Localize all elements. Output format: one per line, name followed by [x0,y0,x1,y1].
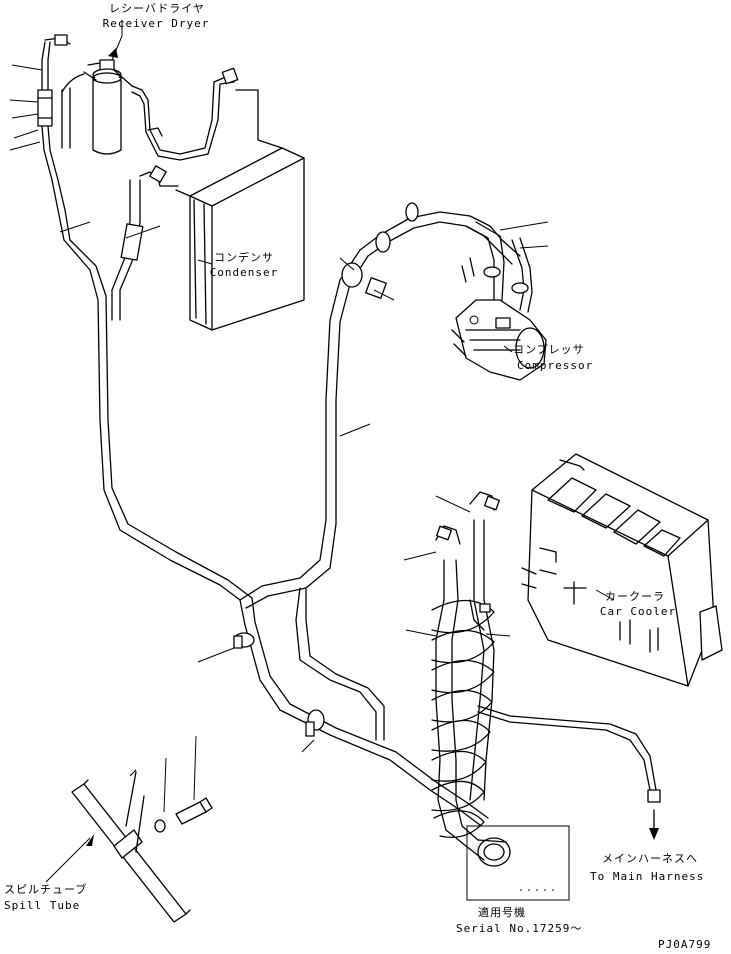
serial-range-box [466,825,570,901]
main-harness-label-ja: メインハーネスへ [602,852,698,865]
spill-tube-label-en: Spill Tube [4,899,81,912]
compressor-body [451,299,547,381]
leader-lines [9,20,615,883]
receiver-dryer-label-ja: レシーバドライヤ [109,2,205,15]
condenser-body [175,89,305,331]
receiver-dryer-assembly [83,59,133,155]
car-cooler-label-en: Car Cooler [599,605,677,618]
condenser-label-en: Condenser [209,266,279,279]
serial-label-en: Serial No.17259～ [456,922,583,935]
spill-tube-label-ja: スピルチューブ [4,883,88,896]
compressor-label-ja: コンプレッサ [513,343,585,356]
receiver-dryer-label-en: Receiver Dryer [102,17,210,30]
hose-clamps [233,632,325,737]
main-harness-label-en: To Main Harness [590,870,705,883]
dryer-to-condenser-hose [61,67,239,161]
main-harness-wire [477,705,661,840]
spill-tube-detail [71,771,213,923]
serial-label-ja: 適用号機 [478,906,526,919]
drawing-id: PJ0A799 [658,938,712,951]
compressor-hoses [239,202,533,741]
condenser-label-ja: コンデンサ [214,251,274,264]
sight-glass-hose [37,34,71,241]
main-hose-left [63,239,489,826]
coiled-hose-bundle [431,491,511,867]
condenser-outlet-hose [111,165,179,321]
compressor-label-en: Compressor [517,359,594,372]
car-cooler-label-ja: カークーラ [605,590,665,603]
car-cooler-body [521,453,723,687]
